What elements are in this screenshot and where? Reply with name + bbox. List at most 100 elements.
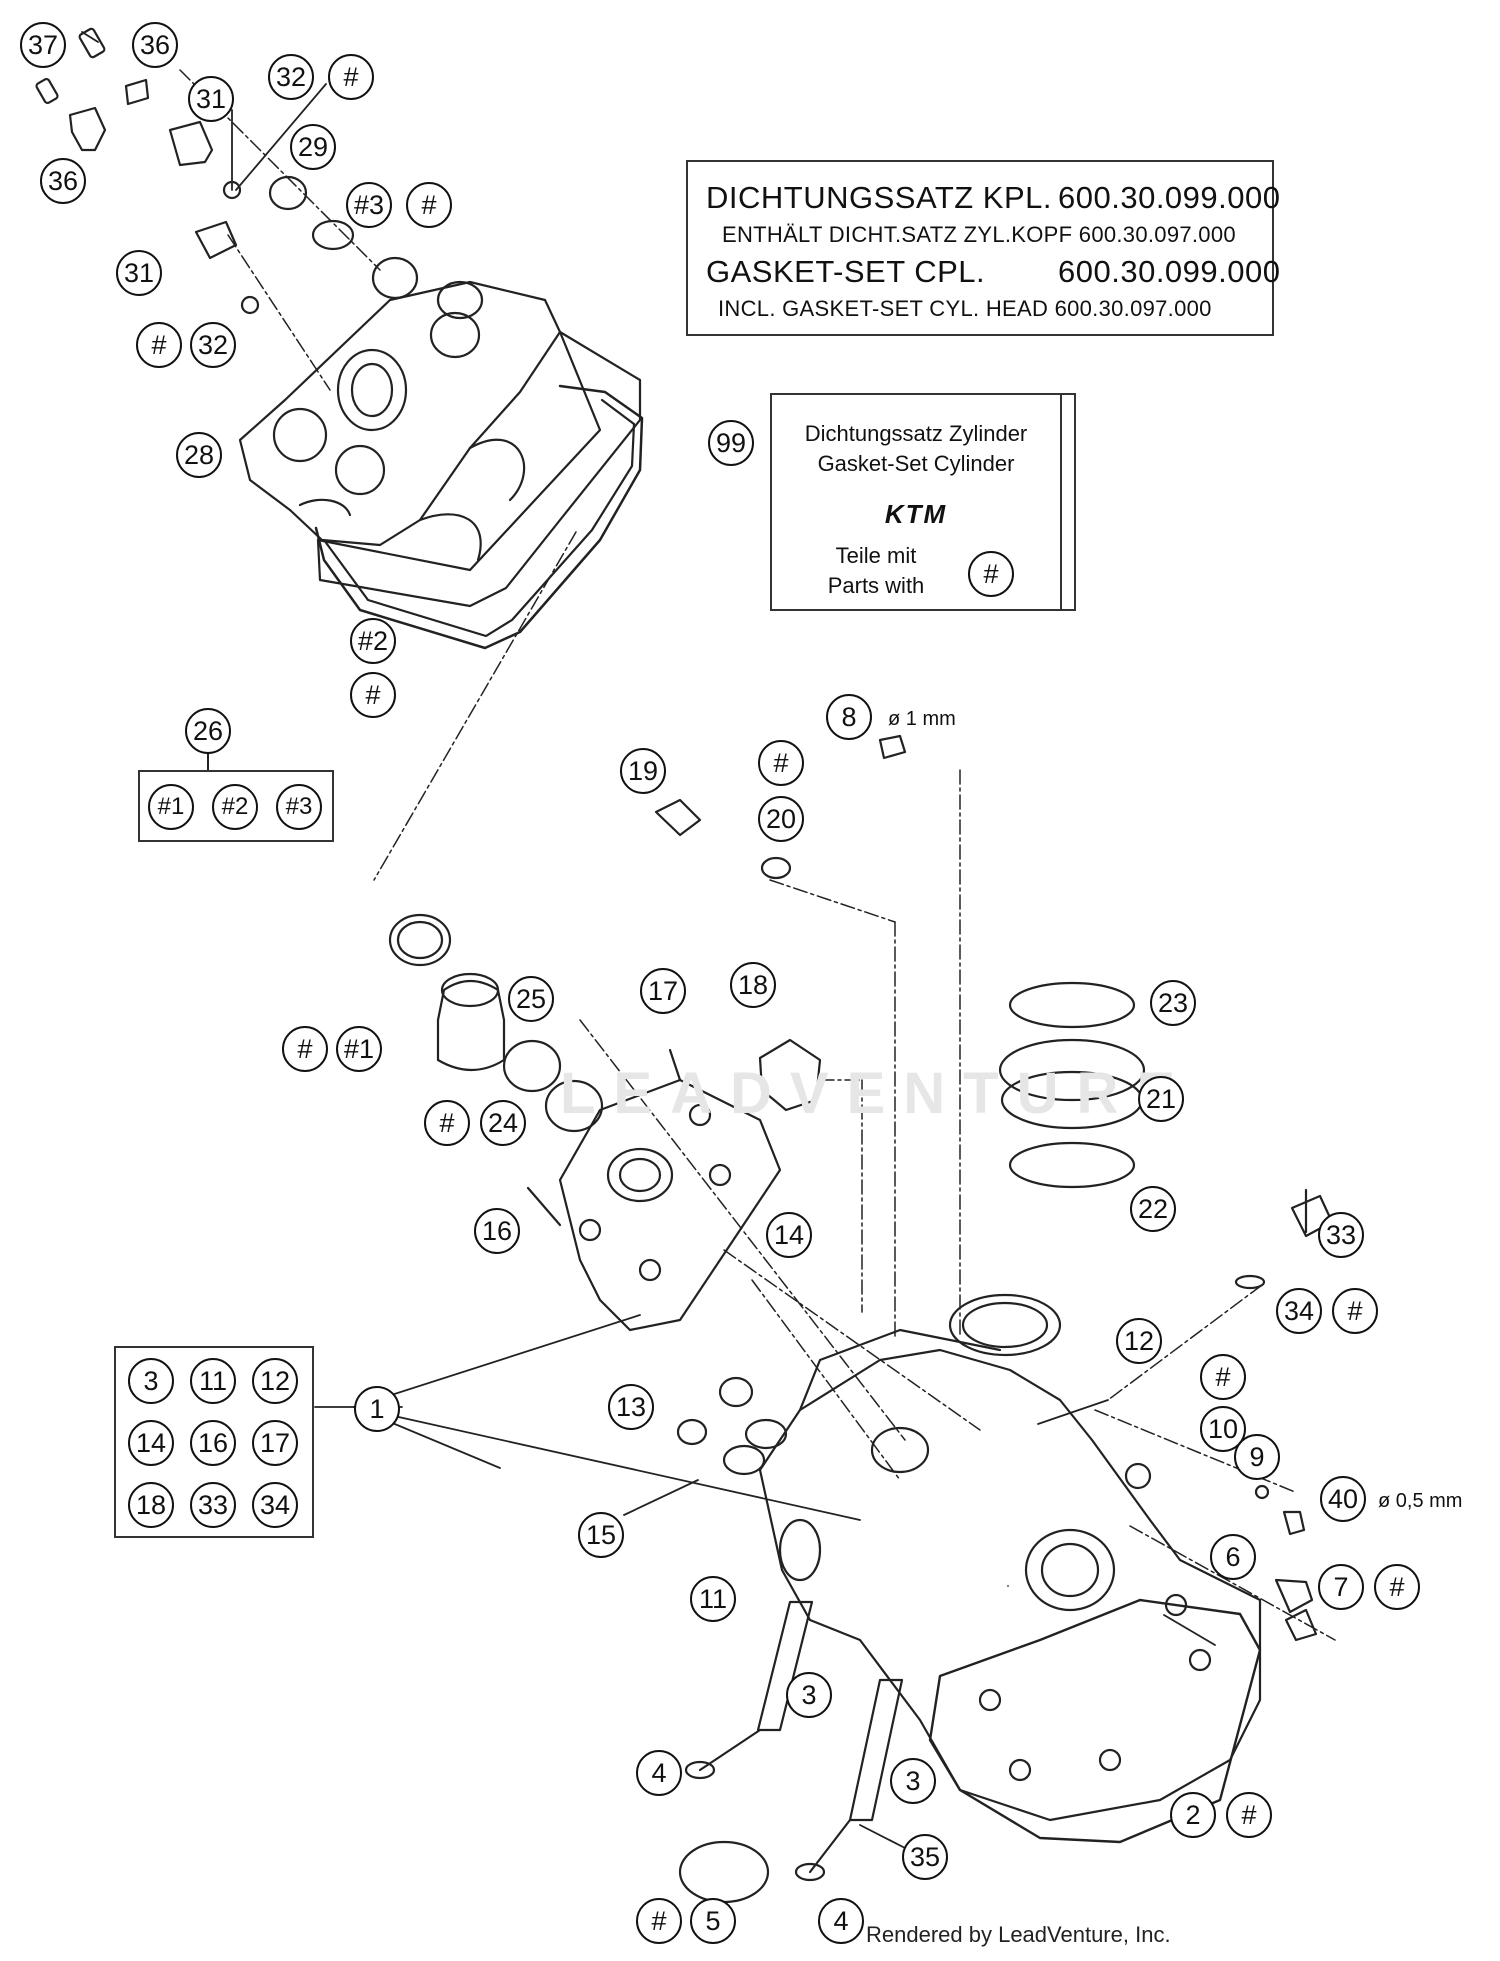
callout-hash[interactable]: # — [1332, 1288, 1378, 1334]
callout-16[interactable]: 16 — [474, 1208, 520, 1254]
callout-28[interactable]: 28 — [176, 432, 222, 478]
callout-13[interactable]: 13 — [608, 1384, 654, 1430]
callout-hash[interactable]: # — [1374, 1564, 1420, 1610]
studs — [684, 1600, 904, 1882]
head-gasket — [928, 1598, 1262, 1844]
right-pins — [1234, 1188, 1334, 1642]
set-1-member[interactable]: 17 — [252, 1420, 298, 1466]
cylinder-gasket-kit-box: Dichtungssatz Zylinder Gasket-Set Cylind… — [770, 393, 1062, 611]
callout-hash[interactable]: # — [758, 740, 804, 786]
set-1-member[interactable]: 34 — [252, 1482, 298, 1528]
gasket-line3-label: GASKET-SET CPL. — [706, 254, 986, 289]
set-26-member[interactable]: #3 — [276, 784, 322, 830]
kit-line2: Gasket-Set Cylinder — [817, 451, 1015, 476]
callout-31[interactable]: 31 — [188, 76, 234, 122]
gasket-line2: ENTHÄLT DICHT.SATZ ZYL.KOPF 600.30.097.0… — [722, 222, 1236, 247]
o-ring-5 — [678, 1840, 770, 1904]
bearing-bridge — [526, 1048, 782, 1332]
callout-hash[interactable]: # — [1200, 1354, 1246, 1400]
callout-hash[interactable]: # — [424, 1100, 470, 1146]
kit-line3: Teile mit — [835, 543, 917, 568]
callout-32[interactable]: 32 — [268, 54, 314, 100]
callout-3[interactable]: 3 — [786, 1672, 832, 1718]
callout-24[interactable]: 24 — [480, 1100, 526, 1146]
callout-20[interactable]: 20 — [758, 796, 804, 842]
set-26-member[interactable]: #1 — [148, 784, 194, 830]
set-1-member[interactable]: 11 — [190, 1358, 236, 1404]
gasket-line1-number: 600.30.099.000 — [1058, 180, 1281, 215]
callout-29[interactable]: 29 — [290, 124, 336, 170]
valve-cover — [238, 256, 642, 608]
valve-cover-gasket — [314, 384, 644, 650]
kit-mark: # — [968, 551, 1014, 597]
callout-1[interactable]: 1 — [354, 1386, 400, 1432]
kit-box-side — [1062, 393, 1076, 611]
callout-hash-2[interactable]: #2 — [350, 618, 396, 664]
callout-hash[interactable]: # — [406, 182, 452, 228]
set-1-member[interactable]: 14 — [128, 1420, 174, 1466]
callout-99: 99 — [708, 420, 754, 466]
callout-4[interactable]: 4 — [818, 1898, 864, 1944]
callout-8[interactable]: 8 — [826, 694, 872, 740]
callout-35[interactable]: 35 — [902, 1834, 948, 1880]
callout-18[interactable]: 18 — [730, 962, 776, 1008]
small-parts-right — [654, 734, 907, 1112]
callout-15[interactable]: 15 — [578, 1512, 624, 1558]
set-1-member[interactable]: 16 — [190, 1420, 236, 1466]
gasket-line1-label: DICHTUNGSSATZ KPL. — [706, 180, 1053, 215]
assembly-axes — [179, 69, 1336, 1641]
set-1-member[interactable]: 18 — [128, 1482, 174, 1528]
kit-line4: Parts with — [827, 573, 925, 598]
callout-9[interactable]: 9 — [1234, 1434, 1280, 1480]
washers — [676, 1376, 788, 1476]
callout-hash-3[interactable]: #3 — [346, 182, 392, 228]
callout-7[interactable]: 7 — [1318, 1564, 1364, 1610]
callout-3[interactable]: 3 — [890, 1758, 936, 1804]
callout-22[interactable]: 22 — [1130, 1186, 1176, 1232]
callout-26[interactable]: 26 — [185, 708, 231, 754]
hole-note-05mm: ø 0,5 mm — [1378, 1490, 1463, 1512]
gasket-line4: INCL. GASKET-SET CYL. HEAD 600.30.097.00… — [718, 296, 1212, 321]
callout-19[interactable]: 19 — [620, 748, 666, 794]
callout-40[interactable]: 40 — [1320, 1476, 1366, 1522]
intake-boot — [998, 981, 1146, 1189]
hole-note-1mm: ø 1 mm — [888, 708, 956, 730]
callout-25[interactable]: 25 — [508, 976, 554, 1022]
callout-21[interactable]: 21 — [1138, 1076, 1184, 1122]
callout-36[interactable]: 36 — [40, 158, 86, 204]
callout-hash[interactable]: # — [282, 1026, 328, 1072]
callout-23[interactable]: 23 — [1150, 980, 1196, 1026]
callout-5[interactable]: 5 — [690, 1898, 736, 1944]
callout-2[interactable]: 2 — [1170, 1792, 1216, 1838]
top-fasteners — [35, 27, 355, 315]
callout-32[interactable]: 32 — [190, 322, 236, 368]
callout-hash[interactable]: # — [328, 54, 374, 100]
callout-hash-1[interactable]: #1 — [336, 1026, 382, 1072]
callout-33[interactable]: 33 — [1318, 1212, 1364, 1258]
set-1-member[interactable]: 33 — [190, 1482, 236, 1528]
callout-17[interactable]: 17 — [640, 968, 686, 1014]
callout-31[interactable]: 31 — [116, 250, 162, 296]
ktm-logo: KTM — [884, 499, 948, 529]
callout-11[interactable]: 11 — [690, 1576, 736, 1622]
callout-34[interactable]: 34 — [1276, 1288, 1322, 1334]
footer-credit: Rendered by LeadVenture, Inc. — [866, 1922, 1171, 1947]
valve-cover-gasket-inner — [322, 398, 636, 638]
callout-hash[interactable]: # — [1226, 1792, 1272, 1838]
callout-14[interactable]: 14 — [766, 1212, 812, 1258]
callout-4[interactable]: 4 — [636, 1750, 682, 1796]
callout-36[interactable]: 36 — [132, 22, 178, 68]
set-1-box: 3 11 12 14 16 17 18 33 34 — [114, 1346, 314, 1538]
set-1-member[interactable]: 12 — [252, 1358, 298, 1404]
callout-6[interactable]: 6 — [1210, 1534, 1256, 1580]
cylinder-head — [758, 1293, 1262, 1822]
set-26-box: #1 #2 #3 — [138, 770, 334, 842]
seal-and-plug — [388, 913, 604, 1133]
set-26-member[interactable]: #2 — [212, 784, 258, 830]
callout-37[interactable]: 37 — [20, 22, 66, 68]
callout-hash[interactable]: # — [350, 672, 396, 718]
callout-12[interactable]: 12 — [1116, 1318, 1162, 1364]
callout-hash[interactable]: # — [136, 322, 182, 368]
callout-hash[interactable]: # — [636, 1898, 682, 1944]
set-1-member[interactable]: 3 — [128, 1358, 174, 1404]
